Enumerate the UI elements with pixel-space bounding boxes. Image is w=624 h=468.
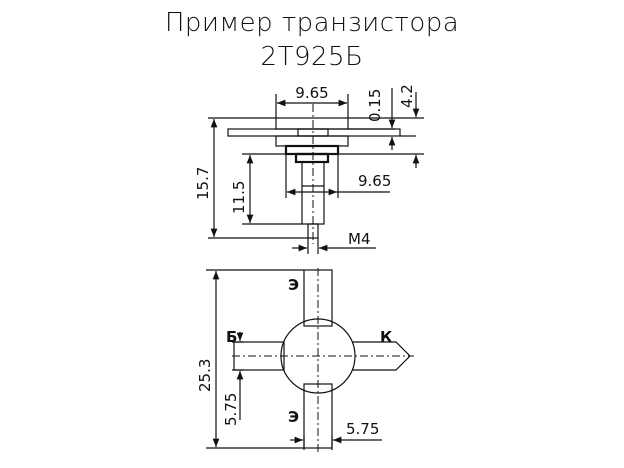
label-emitter-bottom: Э [288,408,299,426]
cap-bottom [275,135,349,147]
label-emitter-top: Э [288,276,299,294]
dim-top-height: 4.2 [398,84,416,108]
side-view: 9.65 0.15 4.2 15.7 11.5 9.65 [194,84,424,254]
dim-stud-length: 11.5 [230,181,248,214]
label-collector: К [380,328,393,346]
dim-lead-width-bottom: 5.75 [346,420,379,438]
dim-flange-width: 9.65 [295,84,328,102]
dim-overall-length: 25.3 [196,359,214,392]
title-line-2: 2Т925Б [260,42,364,72]
dim-flange-thickness: 0.15 [366,89,384,122]
dim-thread: M4 [348,230,371,248]
dim-stud-width: 9.65 [358,172,391,190]
flange-leads [227,128,401,137]
hex-nut [294,152,330,164]
label-base: Б [226,328,237,346]
seating-plate [284,144,340,156]
cap-top [275,117,349,130]
top-view: Э Э Б К 25.3 5.75 5.75 [196,268,414,452]
dim-lead-width-left: 5.75 [222,393,240,426]
dim-total-height: 15.7 [194,167,212,200]
title-line-1: Пример транзистора [164,8,460,38]
